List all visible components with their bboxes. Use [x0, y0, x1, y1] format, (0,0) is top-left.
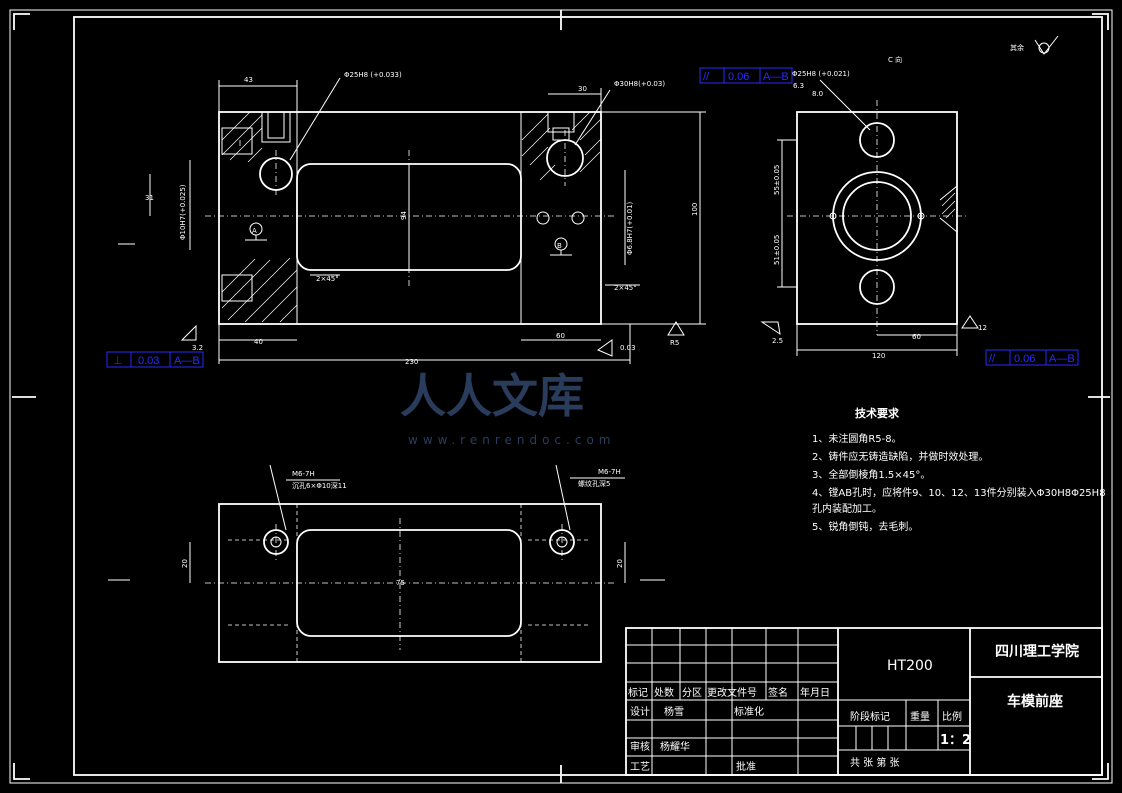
tolerance-frame-parallel-top: // 0.06 A—B: [699, 67, 793, 84]
svg-text:120: 120: [872, 352, 885, 360]
svg-text:A: A: [252, 227, 257, 235]
svg-text:2×45°: 2×45°: [614, 284, 637, 292]
svg-text:螺纹孔深5: 螺纹孔深5: [578, 479, 610, 488]
svg-text:5、锐角倒钝，去毛刺。: 5、锐角倒钝，去毛刺。: [812, 520, 918, 533]
svg-text:31: 31: [145, 194, 154, 202]
svg-text:3、全部倒棱角1.5×45°。: 3、全部倒棱角1.5×45°。: [812, 468, 930, 481]
svg-text:杨雪: 杨雪: [664, 705, 684, 718]
side-view-dimensions: Φ25H8 (+0.021) 6.3 8.0 55±0.05 51±0.05 1…: [772, 70, 987, 360]
svg-text:75: 75: [396, 579, 405, 587]
svg-text:设计: 设计: [630, 705, 650, 718]
svg-text:2.5: 2.5: [772, 337, 783, 345]
svg-text:A—B: A—B: [763, 71, 789, 83]
svg-text:0.03: 0.03: [138, 355, 159, 367]
title-block: HT200 四川理工学院 车模前座 标记 处数 分区 更改文件号 签名 年月日 …: [625, 627, 1103, 776]
svg-text:1、未注圆角R5-8。: 1、未注圆角R5-8。: [812, 432, 902, 445]
technical-requirements: 技术要求 1、未注圆角R5-8。 2、铸件应无铸造缺陷，并做时效处理。 3、全部…: [812, 406, 1106, 533]
svg-text:HT200: HT200: [887, 658, 933, 674]
svg-text:标准化: 标准化: [734, 705, 764, 718]
top-view-dimensions: M6-7H 沉孔6×Φ10深11 M6-7H 螺纹孔深5 20 20 75: [181, 468, 624, 587]
watermark: 人人文库 www.renrendoc.com: [400, 369, 615, 447]
svg-text:8.0: 8.0: [812, 90, 823, 98]
front-view-dimensions: 43 30 Φ25H8 (+0.033) Φ30H8(+0.03) 31 Φ10…: [145, 71, 699, 366]
svg-text:M6-7H: M6-7H: [292, 470, 315, 478]
tolerance-frame-parallel-bottom: // 0.06 A—B: [985, 349, 1079, 366]
svg-text:0.06: 0.06: [1014, 353, 1035, 365]
svg-text:处数: 处数: [654, 686, 674, 699]
svg-text:B: B: [557, 242, 562, 250]
svg-text:比例: 比例: [942, 710, 962, 723]
svg-text:0.03: 0.03: [620, 344, 636, 352]
svg-text:2、铸件应无铸造缺陷，并做时效处理。: 2、铸件应无铸造缺陷，并做时效处理。: [812, 450, 988, 463]
svg-text:M6-7H: M6-7H: [598, 468, 621, 476]
svg-text:40: 40: [254, 338, 263, 346]
svg-text:其余: 其余: [1010, 43, 1024, 52]
svg-text:1：2: 1：2: [940, 733, 971, 748]
svg-text:0.06: 0.06: [728, 71, 749, 83]
svg-text:分区: 分区: [682, 687, 702, 699]
svg-text:60: 60: [556, 332, 565, 340]
svg-text://: //: [989, 353, 996, 365]
svg-text:100: 100: [691, 203, 699, 216]
svg-text:A—B: A—B: [1049, 353, 1075, 365]
front-view: [118, 77, 706, 364]
drawing-frame: [9, 9, 1113, 784]
svg-text:20: 20: [616, 559, 624, 568]
svg-text:230: 230: [405, 358, 418, 366]
view-c-label: C 向: [888, 55, 902, 64]
svg-text:⊥: ⊥: [113, 355, 123, 367]
svg-text:4、镗AB孔时，应将件9、10、12、13件分别装入Φ30H: 4、镗AB孔时，应将件9、10、12、13件分别装入Φ30H8Φ25H8: [812, 486, 1106, 499]
svg-text:Φ30H8(+0.03): Φ30H8(+0.03): [614, 80, 665, 88]
svg-text:车模前座: 车模前座: [1007, 693, 1063, 710]
svg-text:人人文库: 人人文库: [400, 369, 584, 423]
svg-text:60: 60: [912, 333, 921, 341]
svg-text:6.3: 6.3: [793, 82, 804, 90]
svg-text:12: 12: [978, 324, 987, 332]
svg-text:年月日: 年月日: [800, 686, 830, 699]
svg-text:3.2: 3.2: [192, 344, 203, 352]
svg-text:共 张 第 张: 共 张 第 张: [850, 756, 900, 769]
svg-text:更改文件号: 更改文件号: [707, 686, 757, 699]
svg-text:Φ6.8H7(+0.01): Φ6.8H7(+0.01): [626, 201, 634, 255]
svg-text:30: 30: [578, 85, 587, 93]
svg-text:Φ25H8 (+0.021): Φ25H8 (+0.021): [792, 70, 850, 78]
svg-text:沉孔6×Φ10深11: 沉孔6×Φ10深11: [292, 481, 347, 490]
svg-text:批准: 批准: [736, 760, 756, 773]
svg-text:55±0.05: 55±0.05: [773, 165, 781, 195]
svg-text:重量: 重量: [910, 710, 930, 723]
svg-text:43: 43: [244, 76, 253, 84]
svg-text:签名: 签名: [768, 686, 788, 699]
svg-text:A—B: A—B: [174, 355, 200, 367]
tolerance-frame-perpendicular: ⊥ 0.03 A—B: [106, 351, 204, 368]
top-view: [108, 464, 665, 663]
svg-text:审核: 审核: [630, 740, 650, 753]
side-view-c: [760, 79, 979, 356]
svg-text:孔内装配加工。: 孔内装配加工。: [812, 502, 882, 515]
svg-text://: //: [703, 71, 710, 83]
svg-text:四川理工学院: 四川理工学院: [995, 643, 1079, 660]
svg-text:工艺: 工艺: [630, 761, 650, 773]
svg-text:技术要求: 技术要求: [855, 406, 900, 420]
svg-text:20: 20: [181, 559, 189, 568]
svg-text:94: 94: [400, 211, 408, 220]
svg-text:阶段标记: 阶段标记: [850, 710, 890, 723]
svg-text:Φ25H8 (+0.033): Φ25H8 (+0.033): [344, 71, 402, 79]
svg-text:51±0.05: 51±0.05: [773, 235, 781, 265]
svg-text:R5: R5: [670, 339, 679, 347]
svg-text:2×45°: 2×45°: [316, 275, 339, 283]
svg-text:Φ10H7(+0.025): Φ10H7(+0.025): [179, 184, 187, 240]
svg-text:杨耀华: 杨耀华: [660, 740, 690, 753]
surface-finish-mark: 其余: [1010, 35, 1059, 55]
svg-text:www.renrendoc.com: www.renrendoc.com: [408, 433, 615, 447]
svg-text:标记: 标记: [628, 687, 648, 699]
